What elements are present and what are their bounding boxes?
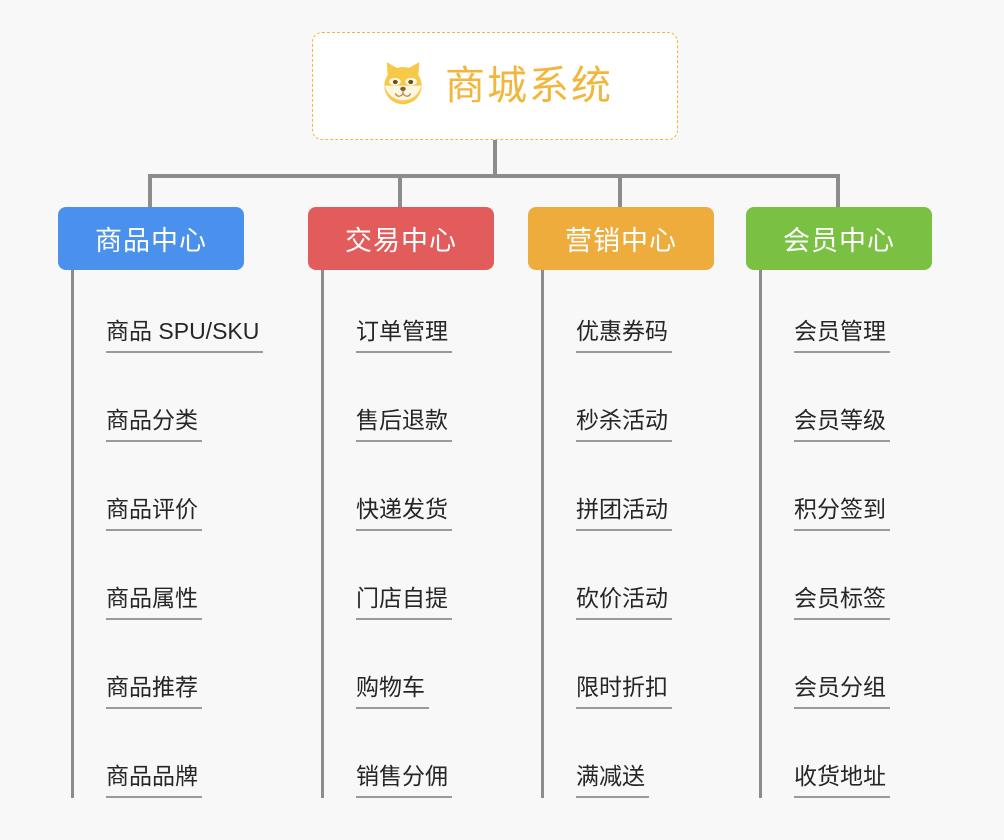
list-item[interactable]: 订单管理 — [326, 270, 494, 359]
category-items-4: 会员管理 会员等级 积分签到 会员标签 会员分组 收货地址 — [759, 270, 932, 798]
list-item-label: 购物车 — [356, 674, 429, 709]
list-item[interactable]: 快递发货 — [326, 448, 494, 537]
list-item-label: 满减送 — [576, 763, 649, 798]
list-item-label: 订单管理 — [356, 318, 452, 353]
list-item-label: 售后退款 — [356, 407, 452, 442]
list-item[interactable]: 售后退款 — [326, 359, 494, 448]
shiba-dog-face-icon — [377, 58, 429, 115]
category-column-3: 营销中心 优惠券码 秒杀活动 拼团活动 砍价活动 限时折扣 满减送 — [528, 207, 714, 798]
category-header-4[interactable]: 会员中心 — [746, 207, 932, 270]
list-item[interactable]: 拼团活动 — [546, 448, 714, 537]
list-item[interactable]: 收货地址 — [764, 715, 932, 804]
list-item[interactable]: 优惠券码 — [546, 270, 714, 359]
list-item[interactable]: 积分签到 — [764, 448, 932, 537]
list-item-label: 拼团活动 — [576, 496, 672, 531]
list-item-label: 收货地址 — [794, 763, 890, 798]
list-item[interactable]: 销售分佣 — [326, 715, 494, 804]
list-item[interactable]: 会员管理 — [764, 270, 932, 359]
category-header-1[interactable]: 商品中心 — [58, 207, 244, 270]
category-items-3: 优惠券码 秒杀活动 拼团活动 砍价活动 限时折扣 满减送 — [541, 270, 714, 798]
connector-drop-2 — [398, 174, 402, 208]
list-item[interactable]: 商品评价 — [76, 448, 244, 537]
list-item[interactable]: 商品 SPU/SKU — [76, 270, 264, 359]
list-item-label: 限时折扣 — [576, 674, 672, 709]
list-item[interactable]: 限时折扣 — [546, 626, 714, 715]
list-item[interactable]: 秒杀活动 — [546, 359, 714, 448]
list-item[interactable]: 购物车 — [326, 626, 494, 715]
category-header-2-label: 交易中心 — [345, 226, 457, 256]
category-items-1: 商品 SPU/SKU 商品分类 商品评价 商品属性 商品推荐 商品品牌 — [71, 270, 264, 798]
list-item-label: 商品 SPU/SKU — [106, 318, 264, 353]
list-item-label: 快递发货 — [356, 496, 452, 531]
list-item-label: 商品评价 — [106, 496, 202, 531]
list-item-label: 积分签到 — [794, 496, 890, 531]
connector-drop-1 — [148, 174, 152, 208]
list-item-label: 砍价活动 — [576, 585, 672, 620]
list-item-label: 会员标签 — [794, 585, 890, 620]
category-header-3-label: 营销中心 — [565, 226, 677, 256]
category-items-2: 订单管理 售后退款 快递发货 门店自提 购物车 销售分佣 — [321, 270, 494, 798]
list-item[interactable]: 会员标签 — [764, 537, 932, 626]
list-item-label: 商品品牌 — [106, 763, 202, 798]
category-column-4: 会员中心 会员管理 会员等级 积分签到 会员标签 会员分组 收货地址 — [746, 207, 932, 798]
list-item[interactable]: 门店自提 — [326, 537, 494, 626]
category-header-4-label: 会员中心 — [783, 226, 895, 256]
connector-drop-3 — [618, 174, 622, 208]
list-item[interactable]: 砍价活动 — [546, 537, 714, 626]
list-item-label: 商品分类 — [106, 407, 202, 442]
list-item[interactable]: 商品分类 — [76, 359, 244, 448]
list-item[interactable]: 满减送 — [546, 715, 714, 804]
list-item[interactable]: 会员分组 — [764, 626, 932, 715]
list-item[interactable]: 会员等级 — [764, 359, 932, 448]
connector-drop-4 — [836, 174, 840, 208]
category-header-3[interactable]: 营销中心 — [528, 207, 714, 270]
list-item-label: 会员等级 — [794, 407, 890, 442]
list-item-label: 优惠券码 — [576, 318, 672, 353]
list-item-label: 门店自提 — [356, 585, 452, 620]
category-column-1: 商品中心 商品 SPU/SKU 商品分类 商品评价 商品属性 商品推荐 商品品牌 — [58, 207, 264, 798]
connector-root-stem — [493, 140, 497, 178]
list-item[interactable]: 商品推荐 — [76, 626, 244, 715]
connector-horizontal-bus — [150, 174, 838, 178]
category-header-2[interactable]: 交易中心 — [308, 207, 494, 270]
root-title: 商城系统 — [445, 64, 613, 108]
category-column-2: 交易中心 订单管理 售后退款 快递发货 门店自提 购物车 销售分佣 — [308, 207, 494, 798]
list-item[interactable]: 商品属性 — [76, 537, 244, 626]
list-item[interactable]: 商品品牌 — [76, 715, 244, 804]
list-item-label: 商品推荐 — [106, 674, 202, 709]
list-item-label: 会员管理 — [794, 318, 890, 353]
category-header-1-label: 商品中心 — [95, 226, 207, 256]
list-item-label: 会员分组 — [794, 674, 890, 709]
list-item-label: 秒杀活动 — [576, 407, 672, 442]
root-node[interactable]: 商城系统 — [312, 32, 678, 140]
list-item-label: 商品属性 — [106, 585, 202, 620]
list-item-label: 销售分佣 — [356, 763, 452, 798]
